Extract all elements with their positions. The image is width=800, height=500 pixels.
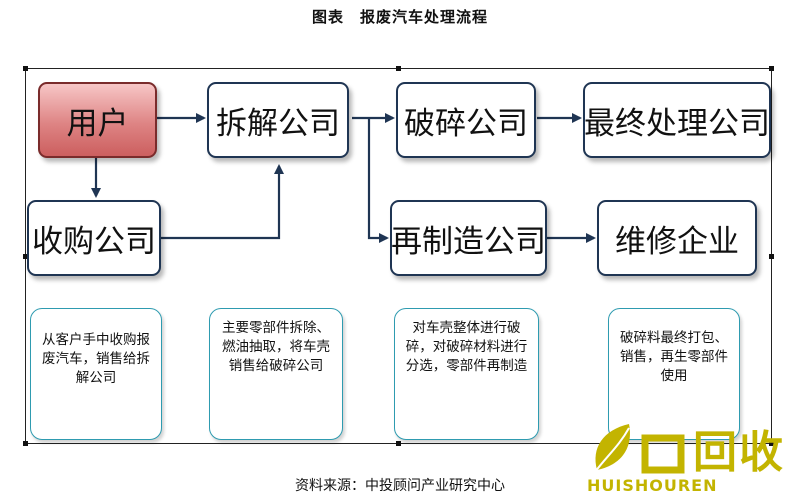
note-repair: 破碎料最终打包、销售，再生零部件使用 [608,308,740,440]
frame-handle-tl [23,66,28,71]
node-remanufacturing-company: 再制造公司 [390,200,547,276]
watermark-brand: HUISHOUREN [587,476,718,495]
node-purchase-company: 收购公司 [27,200,161,276]
note-dismantle: 主要零部件拆除、燃油抽取，将车壳销售给破碎公司 [209,308,343,440]
frame-handle-tm [396,66,401,71]
figure-title: 图表 报废汽车处理流程 [311,8,488,26]
source-caption: 资料来源：中投顾问产业研究中心 [295,478,505,494]
frame-handle-mr [769,254,774,259]
frame-handle-br [769,441,774,446]
frame-handle-bm [396,441,401,446]
node-repair-enterprise: 维修企业 [597,200,757,276]
frame-handle-tr [769,66,774,71]
note-purchase: 从客户手中收购报废汽车，销售给拆解公司 [30,308,162,440]
node-crush-company: 破碎公司 [396,82,536,158]
node-final-processing-company: 最终处理公司 [583,82,771,158]
node-user: 用户 [38,82,157,158]
frame-handle-ml [23,254,28,259]
watermark-text: 回收 [693,427,785,478]
node-dismantle-company: 拆解公司 [207,82,349,158]
note-crush: 对车壳整体进行破碎，对破碎材料进行分选，零部件再制造 [394,308,539,440]
watermark-logo: 回收 HUISHOUREN [585,408,800,500]
watermark-leaf-icon [594,424,685,474]
frame-handle-bl [23,441,28,446]
